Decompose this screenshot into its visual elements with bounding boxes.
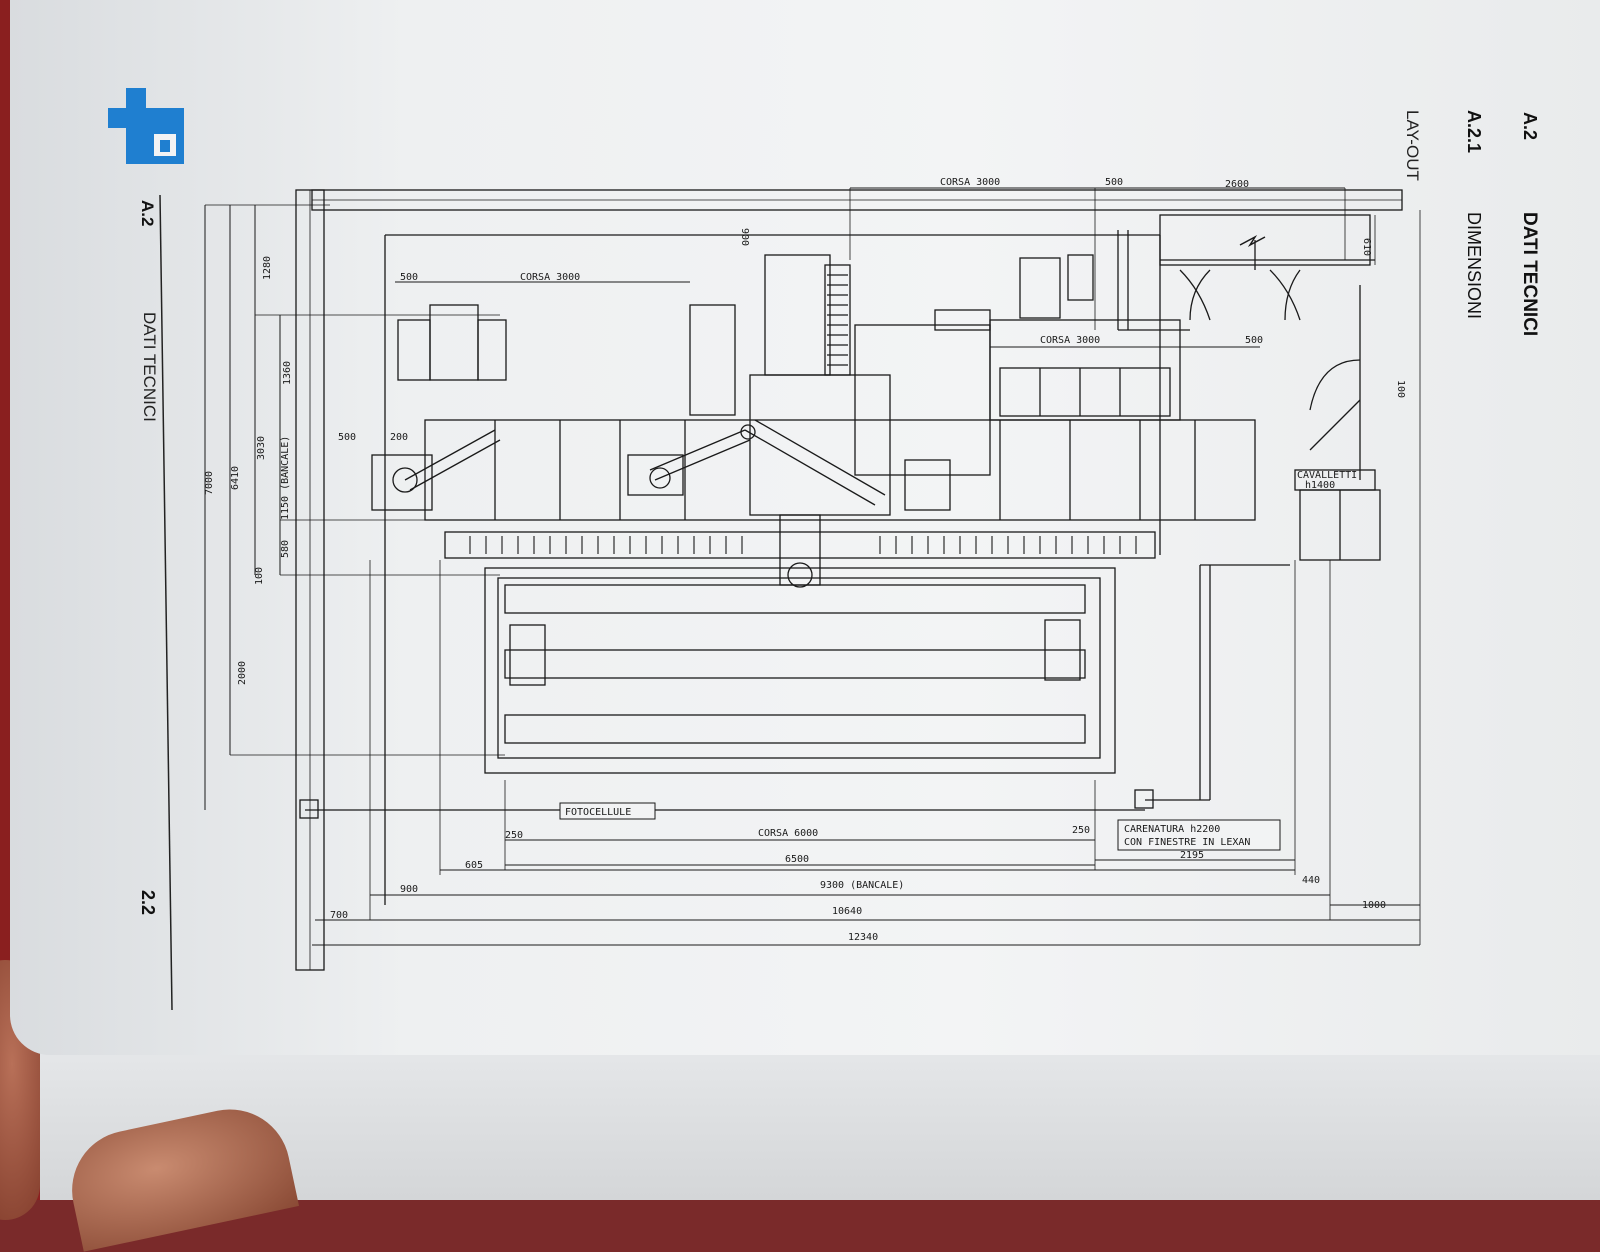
document-page [10, 0, 1600, 1055]
label-carenatura-2: CON FINESTRE IN LEXAN [1124, 837, 1250, 848]
label-left-500: 500 [338, 432, 356, 443]
label-left-200: 200 [390, 432, 408, 443]
page-number: 2.2 [138, 890, 158, 915]
label-carenatura-1: CARENATURA h2200 [1124, 824, 1220, 835]
fotocellule-box [559, 802, 656, 820]
label-605: 605 [465, 860, 483, 871]
label-500-top: 500 [1105, 177, 1123, 188]
layout-title: LAY-OUT [1403, 110, 1422, 181]
label-corsa-left: CORSA 3000 [520, 272, 580, 283]
label-500-right: 500 [1245, 335, 1263, 346]
header-subsection-code: A.2.1 [1464, 110, 1484, 153]
label-9300: 9300 (BANCALE) [820, 880, 904, 891]
drawing-labels: CORSA 3000 500 2600 900 610 CORSA 3000 5… [204, 177, 1406, 943]
company-logo [108, 88, 184, 164]
header-subsection-title: DIMENSIONI [1464, 212, 1484, 319]
label-2600: 2600 [1225, 179, 1249, 190]
label-440: 440 [1302, 875, 1320, 886]
label-left-6410: 6410 [230, 466, 241, 490]
label-left-3030: 3030 [256, 436, 267, 460]
wall-top [311, 189, 1403, 211]
header-section-title: DATI TECNICI [1519, 212, 1540, 336]
label-left-100: 100 [254, 567, 265, 585]
label-610: 610 [1361, 238, 1372, 256]
footer-section-code: A.2 [138, 200, 157, 226]
carenatura-box [1117, 819, 1281, 851]
wall-left [295, 189, 325, 971]
label-left-1280: 1280 [262, 256, 273, 280]
layout-drawing [204, 187, 1421, 971]
label-cavalletti-h: h1400 [1305, 480, 1335, 491]
label-10640: 10640 [832, 906, 862, 917]
label-12340: 12340 [848, 932, 878, 943]
footer-section-title: DATI TECNICI [140, 312, 159, 422]
label-left-7000: 7000 [204, 471, 215, 495]
label-6500: 6500 [785, 854, 809, 865]
label-corsa-right: CORSA 3000 [1040, 335, 1100, 346]
label-250-right: 250 [1072, 825, 1090, 836]
label-700: 700 [330, 910, 348, 921]
label-1000: 1000 [1362, 900, 1386, 911]
label-900-right: 900 [739, 228, 750, 246]
label-left-1360: 1360 [282, 361, 293, 385]
label-900-bottom: 900 [400, 884, 418, 895]
header-section-code: A.2 [1520, 112, 1540, 140]
label-corsa-6000: CORSA 6000 [758, 828, 818, 839]
page-content: A.2 DATI TECNICI A.2.1 DIMENSIONI LAY-OU… [108, 88, 1540, 1011]
next-page [40, 1040, 1600, 1200]
label-left-2000: 2000 [237, 661, 248, 685]
label-corsa-top: CORSA 3000 [940, 177, 1000, 188]
label-cavalletti: CAVALLETTI [1297, 470, 1357, 481]
footer-rule [159, 194, 173, 1011]
label-100: 100 [1395, 380, 1406, 398]
label-500-left: 500 [400, 272, 418, 283]
label-left-580: 580 [280, 540, 291, 558]
label-left-1150: 1150 (BANCALE) [280, 436, 291, 520]
label-2195: 2195 [1180, 850, 1204, 861]
label-fotocellule: FOTOCELLULE [565, 807, 631, 818]
label-250-left: 250 [505, 830, 523, 841]
